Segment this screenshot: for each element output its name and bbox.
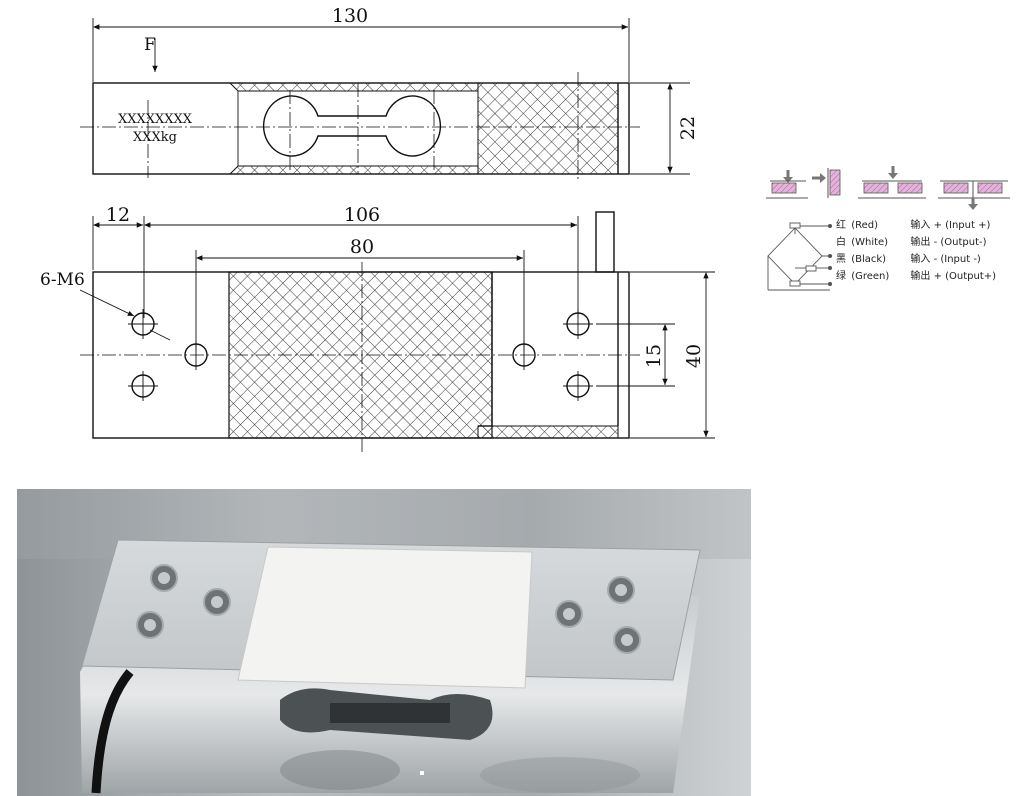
wire-io-cn: 输出 <box>910 271 931 282</box>
dim-106-label: 106 <box>344 204 380 226</box>
wire-io: + (Input +) <box>933 220 991 231</box>
top-view: 130 F XXXXXXXX XXXkg 22 <box>80 5 699 182</box>
wire-color: (White) <box>851 237 889 248</box>
wire-color: (Black) <box>851 254 887 265</box>
mounting-holes <box>128 309 593 401</box>
wire-cn: 黑 <box>836 254 846 265</box>
dim-15-label: 15 <box>643 344 665 368</box>
dim-40-label: 40 <box>683 344 705 368</box>
thread-label: 6-M6 <box>40 270 85 290</box>
wiring-diagram <box>766 166 1010 291</box>
dim-22-label: 22 <box>677 116 699 140</box>
wire-color: (Green) <box>851 271 890 282</box>
force-label: F <box>144 35 156 55</box>
front-view: 12 106 80 <box>40 204 715 452</box>
wire-io: + (Output+) <box>933 271 997 282</box>
capacity-label-line1: XXXXXXXX <box>118 112 193 127</box>
wiring-row-white: 白 (White) 输出 - (Output-) <box>836 237 1022 254</box>
dim-80-label: 80 <box>350 236 374 258</box>
wire-cn: 白 <box>836 237 846 248</box>
wire-io: - (Input -) <box>933 254 981 265</box>
wire-io-cn: 输入 <box>910 220 931 231</box>
wire-cn: 绿 <box>836 271 846 282</box>
wiring-row-black: 黑 (Black) 输入 - (Input -) <box>836 254 1022 271</box>
load-mode-icons <box>766 166 1010 210</box>
wire-io-cn: 输入 <box>910 254 931 265</box>
wiring-row-green: 绿 (Green) 输出 + (Output+) <box>836 271 1022 288</box>
bridge-circuit-icon <box>767 222 833 291</box>
capacity-label-line2: XXXkg <box>133 130 177 145</box>
wire-color: (Red) <box>851 220 878 231</box>
dim-130-label: 130 <box>332 5 368 27</box>
dim-12-label: 12 <box>106 204 130 226</box>
product-photo <box>17 489 751 796</box>
wire-io: - (Output-) <box>933 237 987 248</box>
wire-cn: 红 <box>836 220 846 231</box>
wire-io-cn: 输出 <box>910 237 931 248</box>
wiring-row-red: 红 (Red) 输入 + (Input +) <box>836 220 1022 237</box>
wiring-legend: 红 (Red) 输入 + (Input +) 白 (White) 输出 - (O… <box>836 220 1022 288</box>
